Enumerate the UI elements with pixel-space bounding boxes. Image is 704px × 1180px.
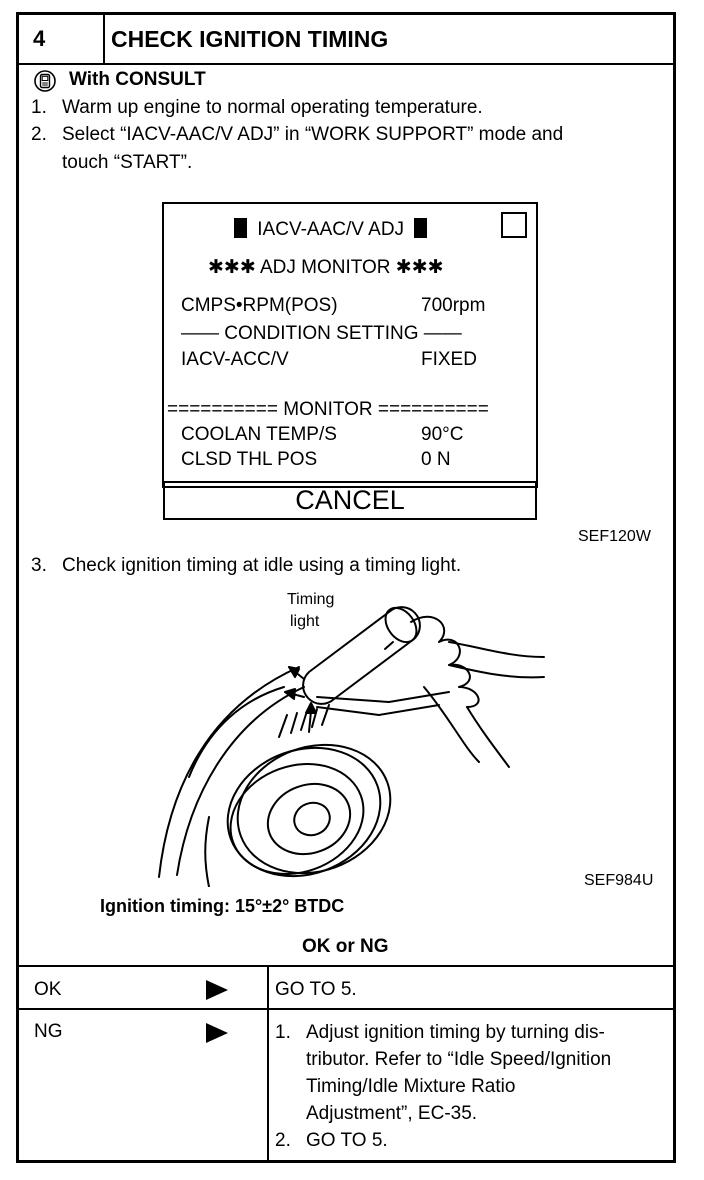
coolant-value: 90°C xyxy=(421,424,464,445)
ng-label: NG xyxy=(34,1021,63,1042)
adj-monitor-heading: ✱✱✱ ADJ MONITOR ✱✱✱ xyxy=(208,257,444,278)
timing-light-illustration xyxy=(158,606,545,887)
condition-setting-heading: —— CONDITION SETTING —— xyxy=(181,323,462,344)
iacv-label: IACV-ACC/V xyxy=(181,349,289,370)
result-table-divider xyxy=(267,965,269,1163)
ng-arrow-icon xyxy=(206,1023,228,1043)
coolant-label: COOLAN TEMP/S xyxy=(181,424,337,445)
rotation-arc xyxy=(188,686,285,778)
ng-item-1-line2: tributor. Refer to “Idle Speed/Ignition xyxy=(306,1049,612,1070)
step-number: 4 xyxy=(19,15,105,63)
ng-item-2-number: 2. xyxy=(275,1130,291,1151)
ng-item-1-number: 1. xyxy=(275,1022,291,1043)
title-block-right xyxy=(414,218,428,238)
iacv-value: FIXED xyxy=(421,349,477,370)
step-1-number: 1. xyxy=(31,97,47,118)
result-table-mid-border xyxy=(19,1008,673,1010)
screen-title-row: IACV-AAC/V ADJ xyxy=(234,218,428,241)
consult-heading: With CONSULT xyxy=(69,69,206,90)
ok-arrow-icon xyxy=(206,980,228,1000)
rpm-value: 700rpm xyxy=(421,295,486,316)
step-3-text: Check ignition timing at idle using a ti… xyxy=(62,555,462,576)
ng-item-1-line1: Adjust ignition timing by turning dis- xyxy=(306,1022,605,1043)
step-3-number: 3. xyxy=(31,555,47,576)
consult-icon xyxy=(34,70,56,92)
ok-label: OK xyxy=(34,979,62,1000)
cancel-button[interactable]: CANCEL xyxy=(163,481,537,520)
screen-checkbox[interactable] xyxy=(501,212,527,238)
ng-item-1-line4: Adjustment”, EC-35. xyxy=(306,1103,478,1124)
procedure-frame: 4 CHECK IGNITION TIMING With CONSULT 1. … xyxy=(16,12,676,1163)
step-2-text-line2: touch “START”. xyxy=(62,152,193,173)
screen-title: IACV-AAC/V ADJ xyxy=(257,219,405,240)
ok-action: GO TO 5. xyxy=(275,979,357,1000)
ng-item-2-line1: GO TO 5. xyxy=(306,1130,388,1151)
figure-code-2: SEF984U xyxy=(584,872,654,889)
result-table-top-border xyxy=(19,965,673,967)
rpm-label: CMPS•RPM(POS) xyxy=(181,295,338,316)
step-title: CHECK IGNITION TIMING xyxy=(111,26,389,52)
ok-or-ng-heading: OK or NG xyxy=(302,936,389,957)
step-1-text: Warm up engine to normal operating tempe… xyxy=(62,97,483,118)
throttle-value: 0 N xyxy=(421,449,451,470)
cover-line-outer xyxy=(158,666,300,878)
throttle-label: CLSD THL POS xyxy=(181,449,318,470)
monitor-heading: ========== MONITOR ========== xyxy=(167,399,489,420)
step-2-text-line1: Select “IACV-AAC/V ADJ” in “WORK SUPPORT… xyxy=(62,124,564,145)
step-header: 4 CHECK IGNITION TIMING xyxy=(19,15,673,65)
ng-item-1-line3: Timing/Idle Mixture Ratio xyxy=(306,1076,516,1097)
timing-light-label-1: Timing xyxy=(287,591,335,608)
ignition-timing-spec: Ignition timing: 15°±2° BTDC xyxy=(100,896,345,916)
title-block-left xyxy=(234,218,247,238)
timing-light-label-2: light xyxy=(290,613,320,630)
cover-line-inner xyxy=(176,686,305,876)
step-2-number: 2. xyxy=(31,124,47,145)
figure-code-1: SEF120W xyxy=(578,528,651,545)
consult-screen: IACV-AAC/V ADJ ✱✱✱ ADJ MONITOR ✱✱✱ CMPS•… xyxy=(162,202,538,488)
